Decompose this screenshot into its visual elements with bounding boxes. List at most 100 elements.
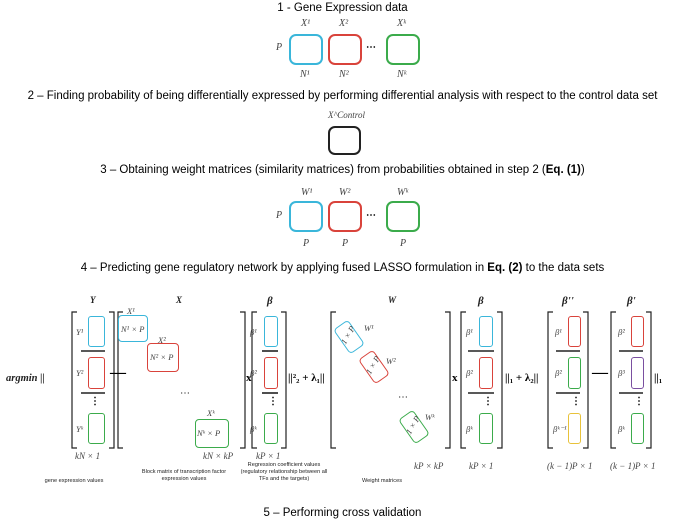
wbk-label: Wᵏ — [425, 412, 435, 422]
row3-dots: ⋯ — [366, 210, 376, 221]
bk-2-label: βᵏ — [466, 424, 473, 434]
beta2-block-2 — [479, 357, 493, 389]
xb2-label: X² — [158, 335, 166, 345]
step-3-title: 3 – Obtaining weight matrices (similarit… — [0, 164, 685, 176]
betapp-label: β'' — [562, 295, 574, 307]
y-label: Y — [90, 295, 96, 305]
betap-label: β' — [627, 295, 636, 307]
betap-block-1 — [631, 316, 644, 347]
row3-p-label: P — [276, 210, 283, 221]
step-3-close: ) — [580, 164, 585, 176]
row1-dots: ⋯ — [366, 42, 376, 53]
caption-block-matrix: Block matrix of transcription factor exp… — [141, 469, 227, 482]
row3-w2-label: W² — [339, 187, 351, 198]
step-4-eq: Eq. (2) — [487, 262, 523, 274]
w-label: W — [388, 295, 397, 305]
bp3-label: β³ — [618, 368, 625, 378]
caption-regression: Regression coefficient values (regulator… — [240, 462, 328, 482]
beta-dims: kP × 1 — [256, 451, 281, 461]
b2-label: β² — [250, 368, 257, 378]
y-vdots: ⋮ — [90, 396, 100, 407]
y1-label: Y¹ — [76, 327, 84, 337]
step-4-tail: to the data sets — [522, 262, 605, 274]
times-1: x — [246, 372, 252, 384]
beta-label: β — [267, 295, 273, 307]
row3-matrix-2 — [328, 201, 362, 232]
beta2-block-1 — [479, 316, 493, 347]
betapp-block-2 — [568, 357, 581, 389]
b1-label: β¹ — [250, 327, 257, 337]
row1-x1-label: X¹ — [301, 18, 311, 29]
y-block-2 — [88, 357, 105, 389]
argmin-label: argmin || — [6, 373, 45, 384]
row3-wk-label: Wᵏ — [397, 187, 409, 198]
y-block-1 — [88, 316, 105, 347]
w-dims: kP × kP — [414, 461, 444, 471]
betap-block-2 — [631, 357, 644, 389]
step-4-text: 4 – Predicting gene regulatory network b… — [80, 262, 488, 274]
betap-vdots: ⋮ — [634, 396, 644, 407]
beta-block-2 — [264, 357, 278, 389]
x-block-1 — [118, 315, 148, 342]
step-3-text: 3 – Obtaining weight matrices (similarit… — [100, 164, 546, 176]
np2-label: N² × P — [150, 352, 174, 362]
caption-weight: Weight matrices — [362, 478, 402, 484]
row3-matrix-k — [386, 201, 420, 232]
row3-p2-label: P — [342, 238, 349, 249]
minus-2: — — [592, 364, 608, 381]
x-dims: kN × kP — [203, 451, 234, 461]
row1-matrix-2 — [328, 34, 362, 65]
x-ddots: ⋯ — [180, 388, 190, 399]
bpp1-label: β¹ — [555, 327, 562, 337]
caption-gene-expression: gene expression values — [44, 478, 104, 484]
row1-p-label: P — [276, 42, 283, 53]
bppk1-label: βᵏ⁻¹ — [553, 424, 567, 434]
row1-n1-label: N¹ — [300, 69, 310, 80]
betap-block-k — [631, 413, 644, 444]
betap-dims: (k − 1)P × 1 — [610, 461, 656, 471]
beta2-label: β — [478, 295, 484, 307]
yk-label: Yᵏ — [76, 424, 84, 434]
np1-label: N¹ × P — [121, 324, 145, 334]
bpp2-label: β² — [555, 368, 562, 378]
b1-2-label: β¹ — [466, 327, 473, 337]
row1-n2-label: N² — [339, 69, 349, 80]
row2-control-label: X^Control — [328, 110, 365, 120]
w-ddots: ⋯ — [398, 392, 408, 403]
beta-block-k — [264, 413, 278, 444]
npk-label: Nᵏ × P — [197, 428, 221, 438]
beta2-block-k — [479, 413, 493, 444]
wb2-label: W² — [386, 356, 396, 366]
y-dims: kN × 1 — [75, 451, 101, 461]
betapp-block-1 — [568, 316, 581, 347]
step-4-title: 4 – Predicting gene regulatory network b… — [0, 262, 685, 274]
bp2-label: β² — [618, 327, 625, 337]
row3-matrix-1 — [289, 201, 323, 232]
y2-label: Y² — [76, 368, 84, 378]
beta2-vdots: ⋮ — [483, 396, 493, 407]
betapp-block-k1 — [568, 413, 581, 444]
step-5-title: 5 – Performing cross validation — [263, 507, 422, 519]
row1-xk-label: Xᵏ — [397, 18, 406, 29]
times-2: x — [452, 372, 458, 384]
bk-label: βᵏ — [250, 424, 257, 434]
row3-p1-label: P — [303, 238, 310, 249]
norm1-lambda2: ||₁ + λ₂|| — [505, 372, 539, 384]
x-block-2 — [147, 343, 179, 372]
row1-x2-label: X² — [339, 18, 349, 29]
step-1-title: 1 - Gene Expression data — [277, 2, 408, 14]
y-block-k — [88, 413, 105, 444]
row3-pk-label: P — [400, 238, 407, 249]
row1-nk-label: Nᵏ — [397, 69, 407, 80]
betapp-vdots: ⋮ — [571, 396, 581, 407]
step-2-title: 2 – Finding probability of being differe… — [27, 90, 658, 102]
minus-1: — — [110, 364, 126, 381]
step-3-eq: Eq. (1) — [545, 164, 581, 176]
beta-block-1 — [264, 316, 278, 347]
b2-2-label: β² — [466, 368, 473, 378]
beta2-dims: kP × 1 — [469, 461, 494, 471]
row1-matrix-k — [386, 34, 420, 65]
x-block-k — [195, 419, 229, 448]
x-label: X — [176, 295, 183, 305]
